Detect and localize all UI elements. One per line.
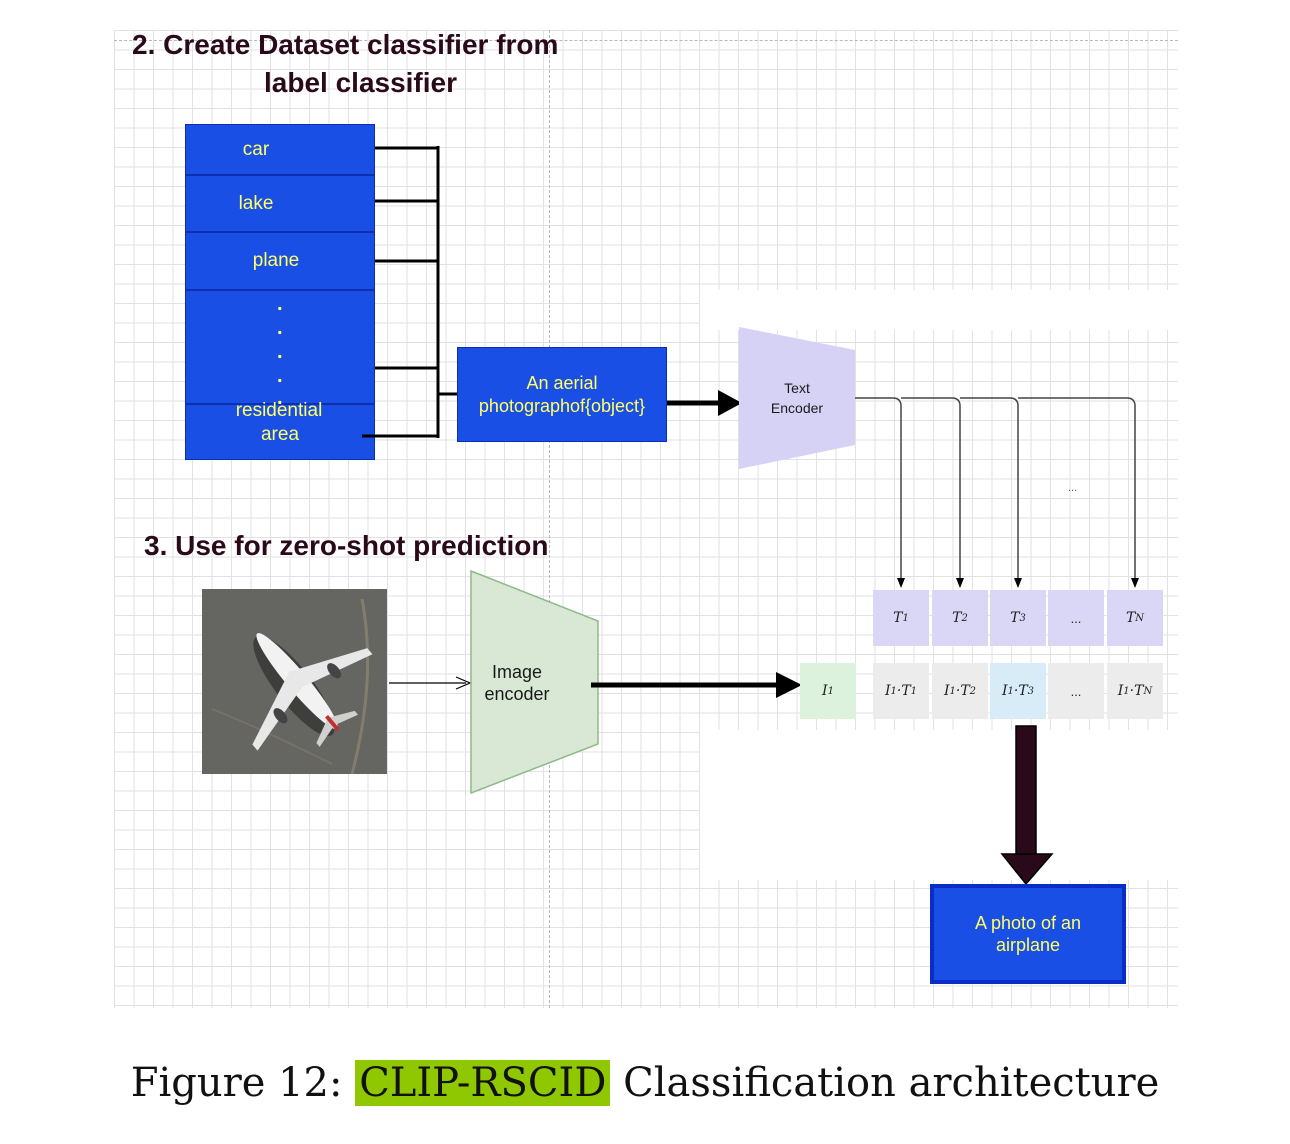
section3-heading: 3. Use for zero-shot prediction: [144, 530, 549, 561]
section2-heading-line1: 2. Create Dataset classifier from: [132, 29, 559, 60]
prompt-line2: photographof{object}: [478, 395, 646, 416]
label-ellipsis-box: [185, 290, 375, 404]
text-encoder-line1: Text: [784, 380, 810, 396]
prompt-line1: An aerial: [526, 372, 598, 393]
ellipsis-dot: .: [277, 387, 283, 409]
label-car-text: car: [242, 138, 270, 160]
result-arrow-shaft: [1015, 725, 1037, 857]
label-car: car: [185, 124, 375, 175]
image-encoder-line1: Image: [491, 662, 543, 682]
image-arrowhead: [455, 676, 472, 690]
label-lake: lake: [185, 175, 375, 232]
grid-gap: [700, 730, 1178, 880]
fanout-arrowhead: [1014, 578, 1022, 588]
ellipsis-dot: .: [277, 341, 283, 363]
similarity-cell: ...: [1048, 663, 1104, 719]
guide-line-horizontal: [114, 40, 1178, 41]
label-plane-text: plane: [252, 250, 300, 271]
text-encoder-line2: Encoder: [770, 400, 824, 416]
label-residential-line2: area: [260, 424, 300, 445]
result-line1: A photo of an: [974, 913, 1082, 933]
prompt-arrowhead: [718, 390, 742, 416]
prompt-template-box: An aerial photographof{object}: [457, 347, 667, 442]
result-line2: airplane: [995, 935, 1061, 955]
fanout-arrowhead: [956, 578, 964, 588]
text-encoder-shape: [739, 327, 855, 469]
image-encoder-line2: encoder: [484, 684, 550, 704]
label-plane: plane: [185, 232, 375, 290]
label-bracket: [362, 146, 457, 438]
label-residential-line1: residential: [235, 400, 323, 421]
text-fanout-lines: [855, 397, 1136, 580]
image-encoder-label: Image encoder: [478, 661, 556, 705]
airplane-photo: [202, 589, 387, 774]
label-lake-text: lake: [238, 192, 274, 214]
text-embedding-cell: ...: [1048, 590, 1104, 646]
fanout-arrowhead: [897, 578, 905, 588]
result-arrowhead: [1000, 853, 1054, 886]
ellipsis-dot: .: [277, 317, 283, 339]
grid-gap: [700, 290, 1178, 330]
embedding-arrowhead: [776, 672, 802, 698]
caption-suffix: Classification architecture: [610, 1060, 1160, 1106]
label-residential-area: residential area: [185, 400, 375, 460]
text-encoder-label: Text Encoder: [756, 378, 838, 418]
fanout-arrowhead: [1131, 578, 1139, 588]
image-encoder-shape: [470, 569, 599, 795]
prediction-result-box: A photo of an airplane: [930, 884, 1126, 984]
fanout-ellipsis: ...: [1068, 482, 1078, 494]
section2-heading-line2: label classifier: [264, 67, 458, 98]
figure-caption: Figure 12: CLIP-RSCID Classification arc…: [0, 1060, 1290, 1106]
caption-prefix: Figure 12:: [130, 1060, 356, 1106]
ellipsis-dot: .: [277, 293, 283, 315]
ellipsis-dot: .: [277, 365, 283, 387]
guide-line-vertical: [549, 30, 550, 1008]
caption-highlight: CLIP-RSCID: [355, 1060, 611, 1106]
